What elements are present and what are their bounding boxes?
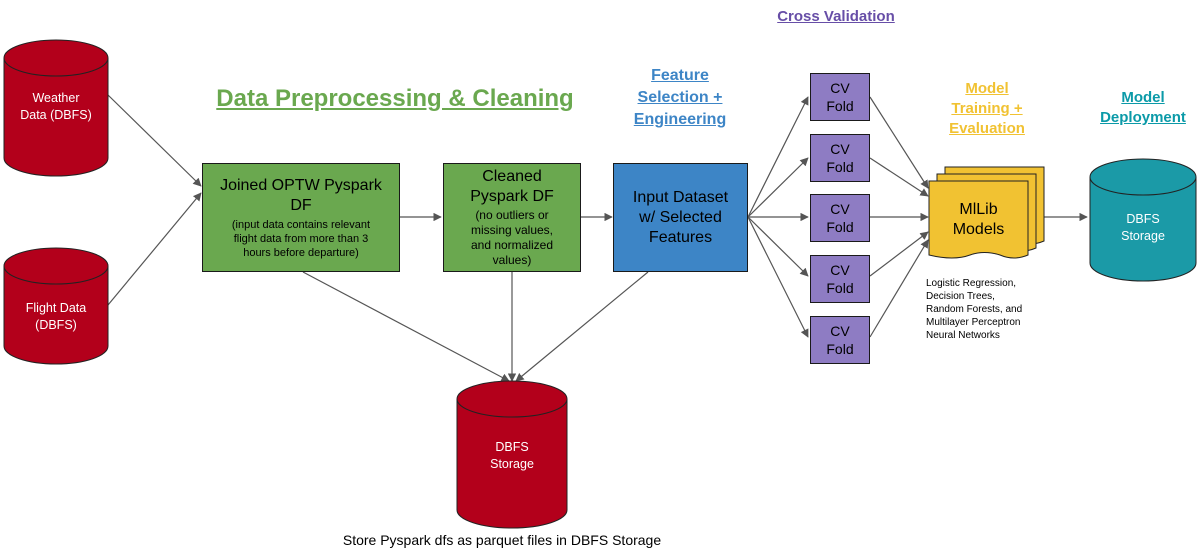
arrow-cv5-to-models xyxy=(869,239,929,338)
cv-fold-3: CV Fold xyxy=(810,194,870,242)
model-list-item: Random Forests, and xyxy=(926,304,1023,315)
cv-fold-5: CV Fold xyxy=(810,316,870,364)
cleaned-subtext: (no outliers or missing values, and norm… xyxy=(471,208,553,268)
storage-caption: Store Pyspark dfs as parquet files in DB… xyxy=(342,532,662,548)
deployment-storage-label: DBFS Storage xyxy=(1090,211,1196,245)
weather-label-line2: Data (DBFS) xyxy=(20,108,92,122)
cv-fold-2-line1: CV xyxy=(830,141,850,157)
cv-fold-5-line2: Fold xyxy=(826,341,854,357)
joined-title-line2: DF xyxy=(290,196,312,214)
cv-fold-2: CV Fold xyxy=(810,134,870,182)
input-line3: Features xyxy=(648,228,713,246)
joined-subtext: (input data contains relevant flight dat… xyxy=(232,218,370,260)
cleaned-title-line1: Cleaned xyxy=(482,168,542,185)
deployment-storage-line2: Storage xyxy=(1121,229,1165,243)
model-training-line2: Training + xyxy=(951,100,1023,117)
arrow-flight-to-joined xyxy=(107,192,202,306)
weather-data-cylinder xyxy=(3,39,109,177)
input-line1: Input Dataset xyxy=(632,188,729,206)
dbfs-storage-line2: Storage xyxy=(490,457,534,471)
flight-data-label: Flight Data (DBFS) xyxy=(4,300,108,334)
arrow-joined-to-dbfs xyxy=(302,271,510,382)
feature-heading-line2: Selection + xyxy=(637,89,723,106)
model-training-heading: Model Training + Evaluation xyxy=(925,79,1049,139)
arrow-input-to-cv1 xyxy=(747,96,809,218)
input-line2: w/ Selected xyxy=(639,208,722,226)
flight-label-line1: Flight Data xyxy=(25,301,87,315)
cv-fold-4-line2: Fold xyxy=(826,280,854,296)
arrow-weather-to-joined xyxy=(107,94,202,187)
mllib-models-documents-icon xyxy=(928,166,1045,259)
joined-sub-line3: hours before departure) xyxy=(243,246,359,259)
deployment-storage-line1: DBFS xyxy=(1126,212,1160,226)
model-list: Logistic Regression, Decision Trees, Ran… xyxy=(926,277,1066,342)
arrow-input-to-cv2 xyxy=(747,157,809,218)
cv-fold-4-line1: CV xyxy=(830,262,850,278)
dbfs-storage-line1: DBFS xyxy=(495,440,529,454)
cv-fold-5-line1: CV xyxy=(830,323,850,339)
cv-fold-1-line1: CV xyxy=(830,80,850,96)
weather-label-line1: Weather xyxy=(32,91,80,105)
model-training-line3: Evaluation xyxy=(949,120,1025,137)
cv-fold-1: CV Fold xyxy=(810,73,870,121)
cleaned-sub-line2: missing values, xyxy=(470,223,554,237)
model-deployment-line2: Deployment xyxy=(1100,109,1186,126)
dbfs-storage-cylinder xyxy=(456,380,568,529)
joined-sub-line2: flight data from more than 3 xyxy=(233,232,369,245)
cv-fold-4: CV Fold xyxy=(810,255,870,303)
cleaned-sub-line1: (no outliers or xyxy=(475,208,549,222)
model-training-line1: Model xyxy=(965,80,1009,97)
flight-label-line2: (DBFS) xyxy=(35,318,77,332)
cleaned-title-line2: Pyspark DF xyxy=(470,188,554,205)
mllib-line1: MlLib xyxy=(959,201,998,218)
input-dataset-box: Input Dataset w/ Selected Features xyxy=(613,163,748,272)
cross-validation-heading: Cross Validation xyxy=(777,8,895,25)
mllib-line2: Models xyxy=(952,221,1005,238)
model-list-item: Neural Networks xyxy=(926,330,1000,341)
preprocessing-heading: Data Preprocessing & Cleaning xyxy=(216,85,574,112)
flight-data-cylinder xyxy=(3,247,109,365)
arrow-input-to-dbfs xyxy=(515,271,649,382)
model-list-item: Logistic Regression, xyxy=(926,278,1017,289)
model-deployment-line1: Model xyxy=(1121,89,1165,106)
joined-sub-line1: (input data contains relevant xyxy=(231,218,371,231)
feature-engineering-heading: Feature Selection + Engineering xyxy=(612,65,748,131)
feature-heading-line3: Engineering xyxy=(633,111,727,128)
weather-data-label: Weather Data (DBFS) xyxy=(4,90,108,124)
arrow-input-to-cv5 xyxy=(747,216,809,338)
dbfs-storage-label: DBFS Storage xyxy=(457,439,567,473)
arrow-cv2-to-models xyxy=(869,157,929,197)
mllib-models-label: MlLib Models xyxy=(929,200,1028,240)
model-deployment-heading: Model Deployment xyxy=(1085,88,1201,128)
joined-optw-df-box: Joined OPTW Pyspark DF (input data conta… xyxy=(202,163,400,272)
model-list-item: Multilayer Perceptron xyxy=(926,317,1021,328)
arrow-input-to-cv4 xyxy=(747,216,809,277)
cv-fold-3-line1: CV xyxy=(830,201,850,217)
cleaned-sub-line3: and normalized xyxy=(470,238,554,252)
cv-fold-2-line2: Fold xyxy=(826,159,854,175)
cv-fold-1-line2: Fold xyxy=(826,98,854,114)
joined-title-line1: Joined OPTW Pyspark xyxy=(220,176,382,194)
cleaned-sub-line4: values) xyxy=(492,253,532,267)
model-list-item: Decision Trees, xyxy=(926,291,995,302)
arrow-cv4-to-models xyxy=(869,231,929,277)
deployment-storage-cylinder xyxy=(1089,158,1197,282)
cleaned-df-box: Cleaned Pyspark DF (no outliers or missi… xyxy=(443,163,581,272)
arrow-cv1-to-models xyxy=(869,96,929,189)
feature-heading-line1: Feature xyxy=(651,67,709,84)
cv-fold-3-line2: Fold xyxy=(826,219,854,235)
